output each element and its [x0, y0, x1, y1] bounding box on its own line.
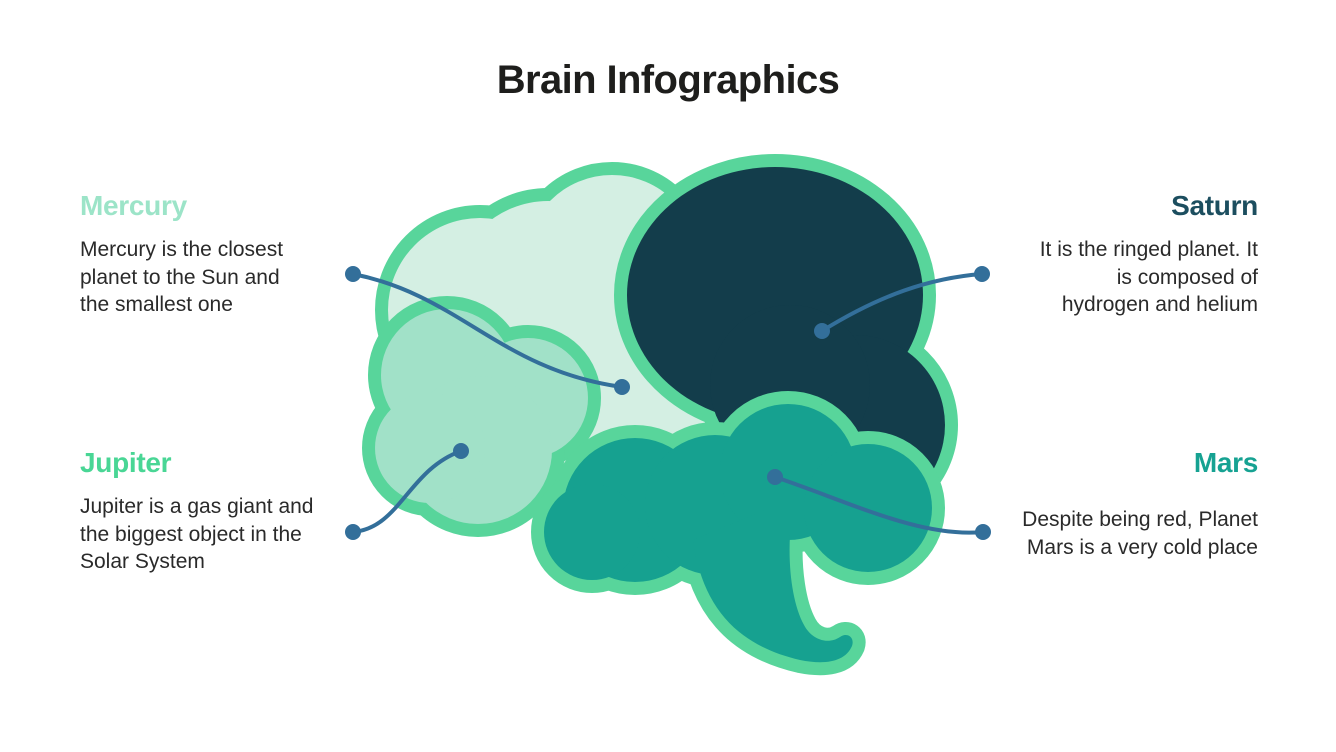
connector-mercury-dot-outer [345, 266, 361, 282]
section-body-mercury: Mercury is the closest planet to the Sun… [80, 238, 284, 316]
connector-saturn-dot-inner [814, 323, 830, 339]
section-body-saturn: It is the ringed planet. It is composed … [1039, 238, 1258, 316]
brain-region-cerebellum-stem [544, 404, 932, 662]
connector-mars-line [774, 475, 984, 535]
connector-saturn-line [820, 272, 983, 333]
connector-saturn-dot-outer [974, 266, 990, 282]
connector-saturn [814, 266, 990, 339]
section-body-jupiter: Jupiter is a gas giant and the biggest o… [80, 495, 314, 573]
connector-jupiter-line [352, 449, 462, 534]
connector-mars [767, 469, 991, 540]
section-heading-mars: Mars [1193, 447, 1258, 478]
section-heading-saturn: Saturn [1171, 190, 1258, 221]
connector-mercury [345, 266, 630, 395]
section-jupiter: Jupiter Jupiter is a gas giant and the b… [80, 447, 352, 576]
connector-mars-dot-outer [975, 524, 991, 540]
section-mercury: Mercury Mercury is the closest planet to… [80, 190, 352, 319]
connector-jupiter [345, 443, 469, 540]
connector-mars-dot-inner [767, 469, 783, 485]
connector-mercury-line [352, 272, 623, 389]
section-heading-mercury: Mercury [80, 190, 187, 221]
connector-mercury-dot-inner [614, 379, 630, 395]
section-mars: Mars Despite being red, Planet Mars is a… [986, 447, 1258, 561]
page-title: Brain Infographics [496, 58, 840, 102]
section-body-mars: Despite being red, Planet Mars is a very… [1022, 508, 1258, 559]
section-saturn: Saturn It is the ringed planet. It is co… [986, 190, 1259, 319]
connector-jupiter-dot-outer [345, 524, 361, 540]
section-heading-jupiter: Jupiter [80, 447, 172, 478]
connector-jupiter-dot-inner [453, 443, 469, 459]
